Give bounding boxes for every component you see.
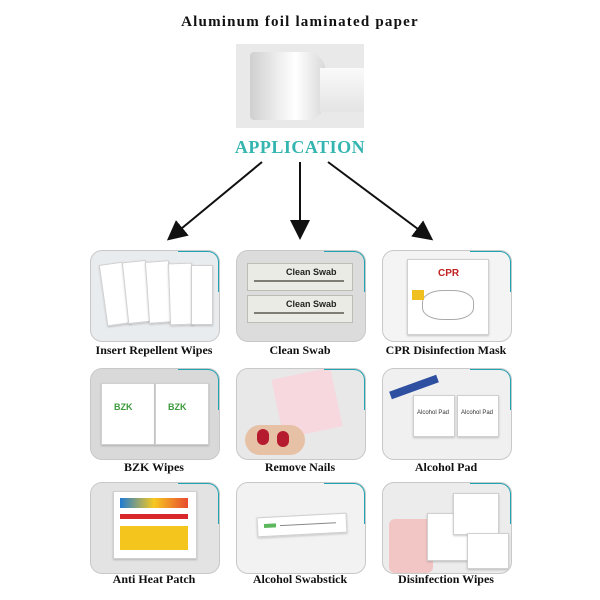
red-nail <box>277 431 289 447</box>
application-heading: APPLICATION <box>234 137 366 157</box>
cpr-packet: CPR <box>407 259 489 335</box>
swab-stick <box>254 280 344 282</box>
card-anti-heat-patch <box>90 482 220 574</box>
label-alcohol-swabstick: Alcohol Swabstick <box>252 572 348 586</box>
yellow-panel <box>120 526 188 550</box>
arrow-right <box>327 161 434 241</box>
card-clean-swab: Clean Swab Clean Swab <box>236 250 366 342</box>
red-stripe <box>120 514 188 519</box>
label-insert-repellent-wipes: Insert Repellent Wipes <box>95 343 213 357</box>
foil-sheet <box>320 68 364 112</box>
bzk-packet: BZK <box>101 383 155 445</box>
label-remove-nails: Remove Nails <box>264 460 336 474</box>
bzk-print: BZK <box>168 402 187 412</box>
foil-roll-drum <box>250 52 326 120</box>
card-disinfection-wipes <box>382 482 512 574</box>
card-bzk-wipes: BZK BZK <box>90 368 220 460</box>
page-title: Aluminum foil laminated paper <box>181 14 419 30</box>
phone <box>389 519 433 573</box>
label-bzk-wipes: BZK Wipes <box>124 460 184 474</box>
card-alcohol-swabstick <box>236 482 366 574</box>
hand <box>245 425 305 455</box>
card-alcohol-pad: Alcohol Pad Alcohol Pad <box>382 368 512 460</box>
mask-outline <box>422 290 474 320</box>
wipe-packet <box>467 533 509 569</box>
label-clean-swab: Clean Swab <box>269 343 331 357</box>
swab-stick <box>254 312 344 314</box>
cpr-print: CPR <box>438 268 460 279</box>
swab-print: Clean Swab <box>286 267 337 277</box>
warning-sticker <box>412 290 424 300</box>
pad-print: Alcohol Pad <box>417 410 450 416</box>
foil-roll-photo <box>236 44 364 128</box>
label-anti-heat-patch: Anti Heat Patch <box>112 572 196 586</box>
stick-line <box>279 522 336 527</box>
swabstick-packet <box>256 512 348 538</box>
card-remove-nails <box>236 368 366 460</box>
pad-print: Alcohol Pad <box>461 410 494 416</box>
card-insert-repellent-wipes <box>90 250 220 342</box>
wipe-packet <box>191 265 213 325</box>
label-disinfection-wipes: Disinfection Wipes <box>398 572 494 586</box>
card-cpr-mask: CPR <box>382 250 512 342</box>
alcohol-pad-packet: Alcohol Pad <box>457 395 499 437</box>
arrows-diagram <box>166 161 434 241</box>
bzk-print: BZK <box>114 402 133 412</box>
red-nail <box>257 429 269 445</box>
label-alcohol-pad: Alcohol Pad <box>414 460 478 474</box>
alcohol-pad-packet: Alcohol Pad <box>413 395 455 437</box>
arrow-left <box>166 161 263 241</box>
swab-package: Clean Swab <box>247 295 353 323</box>
label-cpr-mask: CPR Disinfection Mask <box>385 343 507 357</box>
patch-logo-band <box>120 498 188 508</box>
bzk-packet: BZK <box>155 383 209 445</box>
swab-package: Clean Swab <box>247 263 353 291</box>
green-logo <box>263 523 277 528</box>
wipe-packet <box>453 493 499 535</box>
swab-print: Clean Swab <box>286 299 337 309</box>
heat-patch-packet <box>113 491 197 559</box>
